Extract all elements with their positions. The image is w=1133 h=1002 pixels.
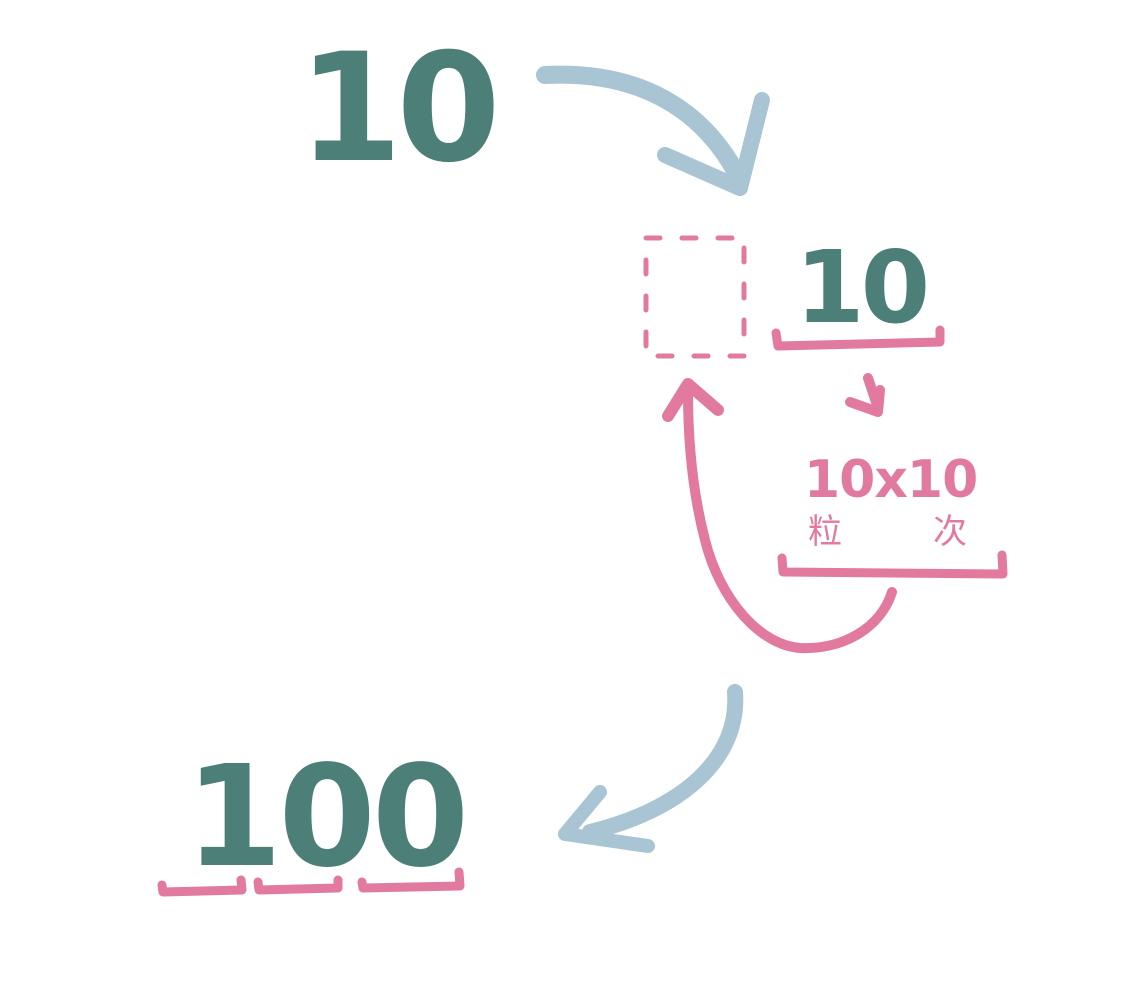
bracket-hundreds <box>157 875 247 897</box>
arrow-top-right <box>536 65 770 196</box>
multiplication-expression: 10x10 <box>804 450 977 510</box>
number-top: 10 <box>298 22 495 196</box>
number-middle: 10 <box>795 229 926 346</box>
dashed-placeholder-box <box>643 235 747 359</box>
bracket-tens <box>253 875 343 895</box>
label-ci: 次 <box>933 512 967 552</box>
label-li: 粒 <box>808 512 842 552</box>
bracket-ones <box>357 867 465 893</box>
bracket-multiplication <box>777 550 1008 579</box>
arrow-bottom-left <box>558 684 744 853</box>
brackets-bottom <box>157 867 465 897</box>
arrow-down-small <box>845 373 885 417</box>
number-bottom: 100 <box>185 736 465 899</box>
arrow-loop-back <box>662 378 897 654</box>
bracket-middle <box>771 325 945 351</box>
